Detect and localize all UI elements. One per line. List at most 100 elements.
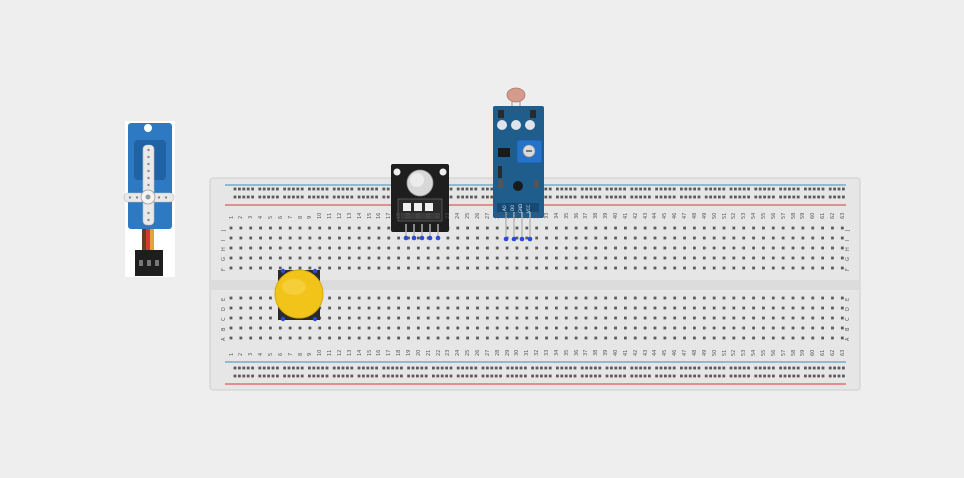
- breadboard-hole[interactable]: [318, 236, 322, 240]
- breadboard-hole[interactable]: [742, 246, 746, 250]
- breadboard-hole[interactable]: [308, 236, 312, 240]
- breadboard-hole[interactable]: [812, 374, 816, 378]
- breadboard-hole[interactable]: [732, 256, 736, 260]
- breadboard-hole[interactable]: [564, 246, 568, 250]
- breadboard-hole[interactable]: [328, 266, 331, 270]
- breadboard-hole[interactable]: [673, 326, 677, 330]
- breadboard-hole[interactable]: [259, 336, 262, 340]
- breadboard-hole[interactable]: [801, 256, 805, 260]
- breadboard-hole[interactable]: [804, 187, 807, 191]
- breadboard-hole[interactable]: [693, 374, 696, 378]
- breadboard-hole[interactable]: [821, 236, 824, 240]
- breadboard-hole[interactable]: [269, 256, 272, 260]
- breadboard-hole[interactable]: [308, 226, 312, 230]
- breadboard-hole[interactable]: [440, 366, 444, 370]
- breadboard-hole[interactable]: [604, 256, 608, 260]
- breadboard-hole[interactable]: [752, 256, 755, 260]
- breadboard-hole[interactable]: [242, 374, 246, 378]
- breadboard-hole[interactable]: [712, 266, 716, 270]
- breadboard-hole[interactable]: [788, 195, 791, 199]
- breadboard-hole[interactable]: [259, 256, 262, 260]
- breadboard-hole[interactable]: [328, 236, 331, 240]
- breadboard-hole[interactable]: [545, 336, 548, 340]
- breadboard-hole[interactable]: [585, 366, 588, 370]
- breadboard-hole[interactable]: [791, 246, 795, 250]
- breadboard-hole[interactable]: [564, 316, 568, 320]
- breadboard-hole[interactable]: [446, 246, 450, 250]
- breadboard-hole[interactable]: [762, 266, 765, 270]
- breadboard-hole[interactable]: [259, 306, 262, 310]
- breadboard-hole[interactable]: [446, 256, 450, 260]
- breadboard-hole[interactable]: [229, 246, 233, 250]
- breadboard-hole[interactable]: [325, 187, 329, 191]
- breadboard-hole[interactable]: [573, 374, 577, 378]
- breadboard-hole[interactable]: [693, 336, 696, 340]
- breadboard-hole[interactable]: [271, 374, 275, 378]
- breadboard-hole[interactable]: [271, 195, 275, 199]
- breadboard-hole[interactable]: [828, 195, 832, 199]
- breadboard-hole[interactable]: [357, 246, 361, 250]
- breadboard-hole[interactable]: [242, 187, 246, 191]
- breadboard-hole[interactable]: [420, 374, 424, 378]
- breadboard-hole[interactable]: [259, 246, 262, 250]
- breadboard-hole[interactable]: [791, 306, 795, 310]
- breadboard-hole[interactable]: [328, 256, 331, 260]
- breadboard-hole[interactable]: [821, 266, 824, 270]
- breadboard-hole[interactable]: [788, 374, 791, 378]
- breadboard-hole[interactable]: [259, 326, 262, 330]
- breadboard-hole[interactable]: [742, 306, 746, 310]
- breadboard-hole[interactable]: [267, 374, 270, 378]
- breadboard-hole[interactable]: [729, 374, 733, 378]
- breadboard-hole[interactable]: [702, 326, 706, 330]
- breadboard-hole[interactable]: [424, 374, 428, 378]
- breadboard-hole[interactable]: [752, 236, 755, 240]
- breadboard-hole[interactable]: [238, 374, 241, 378]
- breadboard-hole[interactable]: [573, 187, 577, 191]
- breadboard-hole[interactable]: [308, 256, 312, 260]
- breadboard-hole[interactable]: [683, 326, 686, 330]
- breadboard-hole[interactable]: [554, 246, 558, 250]
- breadboard-hole[interactable]: [722, 326, 726, 330]
- breadboard-hole[interactable]: [321, 195, 324, 199]
- breadboard-hole[interactable]: [604, 306, 608, 310]
- breadboard-hole[interactable]: [535, 374, 539, 378]
- breadboard-hole[interactable]: [788, 366, 791, 370]
- breadboard-hole[interactable]: [804, 374, 807, 378]
- breadboard-hole[interactable]: [742, 296, 746, 300]
- breadboard-hole[interactable]: [614, 336, 617, 340]
- breadboard-hole[interactable]: [424, 366, 428, 370]
- breadboard-hole[interactable]: [643, 374, 647, 378]
- breadboard-hole[interactable]: [653, 226, 657, 230]
- breadboard-hole[interactable]: [812, 366, 816, 370]
- breadboard-hole[interactable]: [298, 266, 302, 270]
- breadboard-hole[interactable]: [742, 195, 746, 199]
- breadboard-hole[interactable]: [569, 187, 572, 191]
- breadboard-hole[interactable]: [554, 256, 558, 260]
- breadboard-hole[interactable]: [296, 195, 300, 199]
- breadboard-hole[interactable]: [811, 306, 815, 310]
- breadboard-hole[interactable]: [821, 316, 824, 320]
- breadboard-hole[interactable]: [663, 226, 667, 230]
- breadboard-hole[interactable]: [817, 187, 820, 191]
- breadboard-hole[interactable]: [560, 187, 564, 191]
- breadboard-hole[interactable]: [811, 266, 815, 270]
- breadboard-hole[interactable]: [643, 366, 647, 370]
- breadboard-hole[interactable]: [734, 366, 737, 370]
- breadboard-hole[interactable]: [251, 187, 254, 191]
- breadboard-hole[interactable]: [713, 374, 717, 378]
- breadboard-hole[interactable]: [416, 366, 419, 370]
- breadboard-hole[interactable]: [338, 306, 341, 310]
- breadboard-hole[interactable]: [391, 366, 394, 370]
- breadboard-hole[interactable]: [643, 187, 647, 191]
- breadboard-hole[interactable]: [610, 366, 613, 370]
- breadboard-hole[interactable]: [411, 366, 415, 370]
- breadboard-hole[interactable]: [362, 195, 365, 199]
- breadboard-hole[interactable]: [476, 226, 479, 230]
- breadboard-hole[interactable]: [732, 316, 736, 320]
- breadboard-hole[interactable]: [449, 187, 453, 191]
- breadboard-hole[interactable]: [791, 226, 795, 230]
- breadboard-hole[interactable]: [831, 316, 834, 320]
- breadboard-hole[interactable]: [684, 195, 688, 199]
- breadboard-hole[interactable]: [604, 336, 608, 340]
- breadboard-hole[interactable]: [584, 316, 588, 320]
